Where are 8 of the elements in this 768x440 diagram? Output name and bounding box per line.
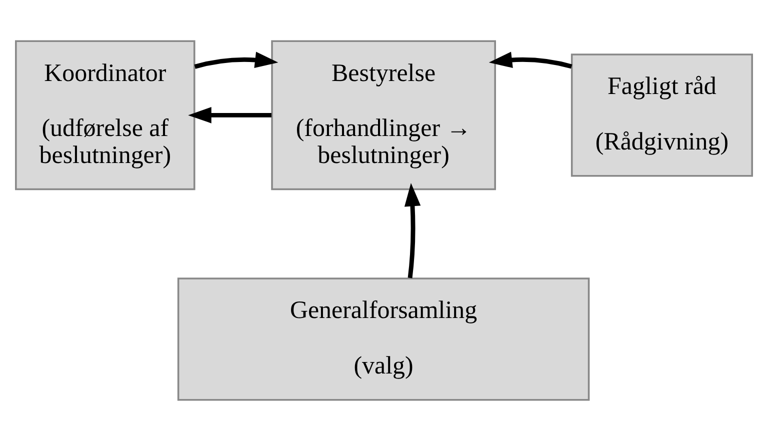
node-box: Fagligt råd (Rådgivning) bbox=[570, 53, 753, 176]
arrow bbox=[404, 182, 421, 278]
node-box: Koordinator (udførelse af beslutninger) bbox=[15, 40, 196, 190]
arrow bbox=[488, 51, 572, 68]
node-box: Bestyrelse (forhandlinger → beslutninger) bbox=[271, 40, 496, 190]
arrow bbox=[194, 51, 278, 68]
node-box: Generalforsamling (valg) bbox=[177, 277, 590, 400]
arrow bbox=[188, 106, 272, 123]
